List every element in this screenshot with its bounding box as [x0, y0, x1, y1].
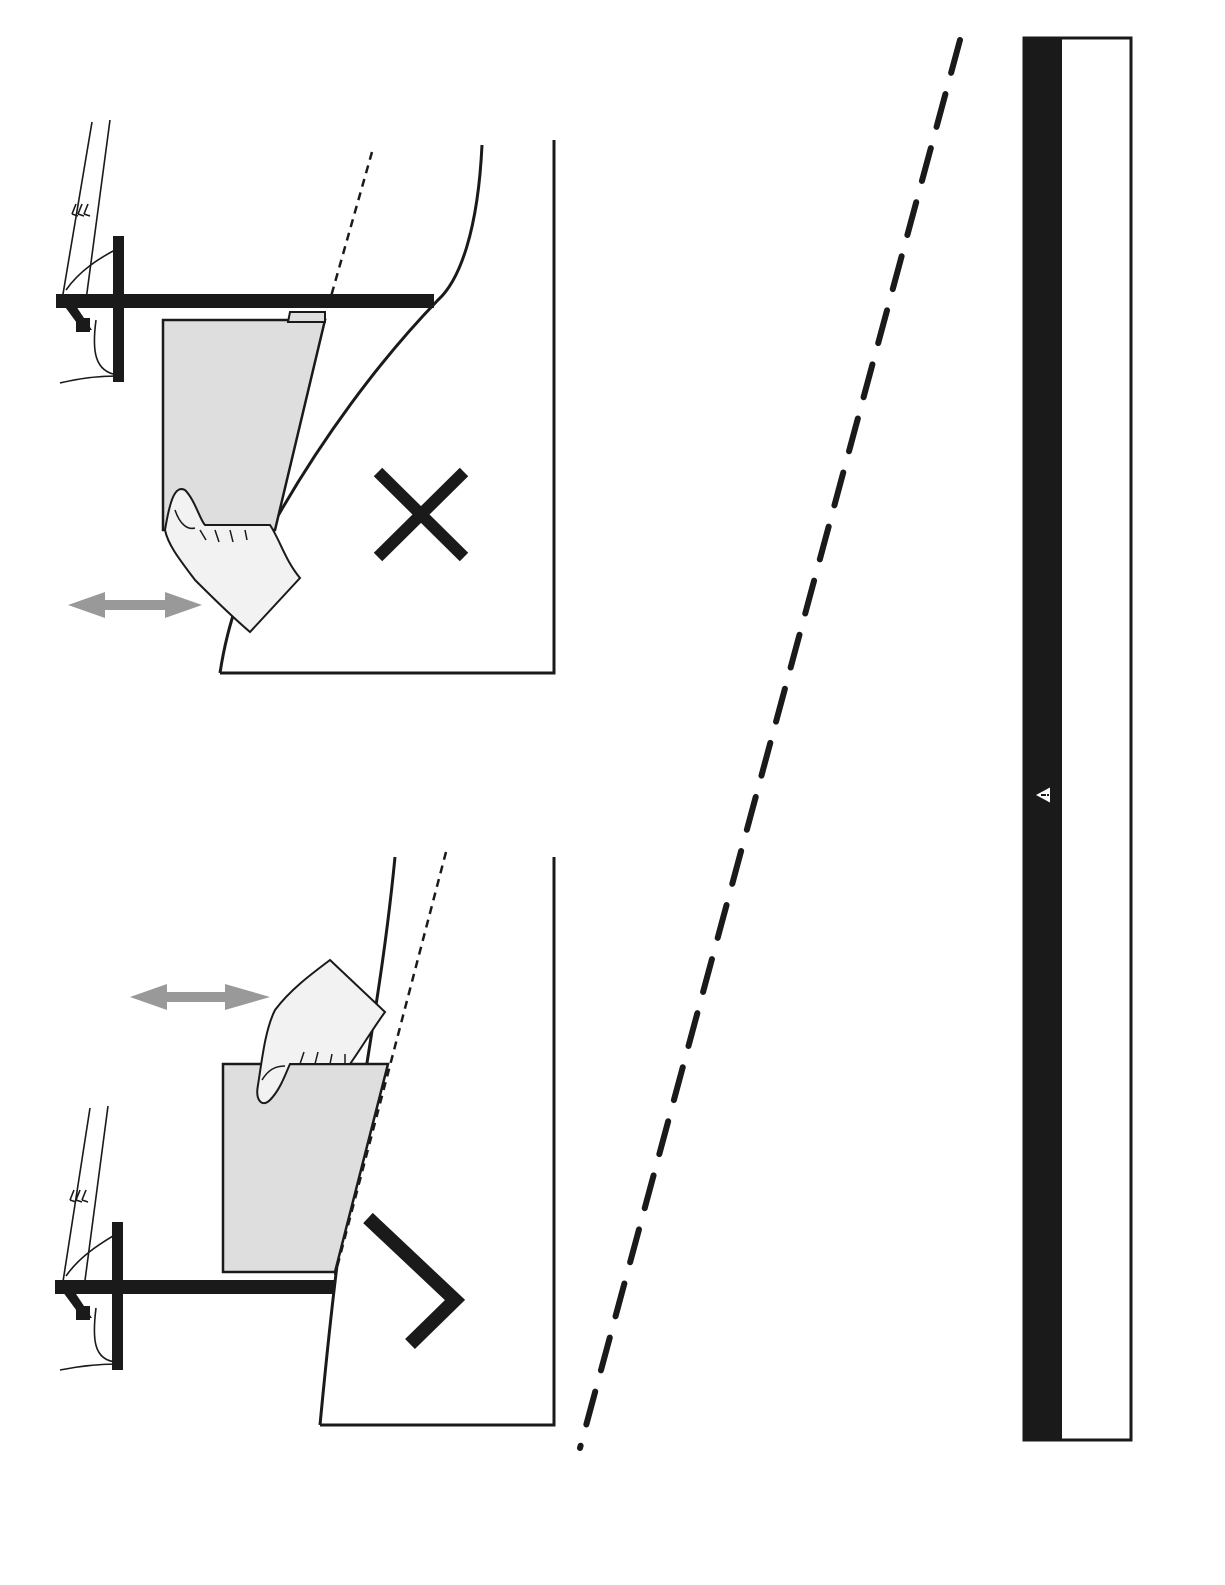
panel-incorrect — [56, 120, 554, 673]
carton-flap — [288, 312, 325, 322]
dashed-guide — [330, 152, 372, 300]
dashed-cut-line — [580, 40, 960, 1448]
check-mark-icon — [368, 1218, 455, 1344]
x-mark-icon — [378, 472, 464, 557]
motion-arrow-icon — [130, 984, 270, 1010]
service-drop-line — [60, 120, 122, 383]
panel-correct — [55, 852, 554, 1425]
warning-banner — [1024, 38, 1131, 1440]
motion-arrow-icon — [68, 592, 202, 618]
warning-banner-bar — [1024, 38, 1062, 1440]
